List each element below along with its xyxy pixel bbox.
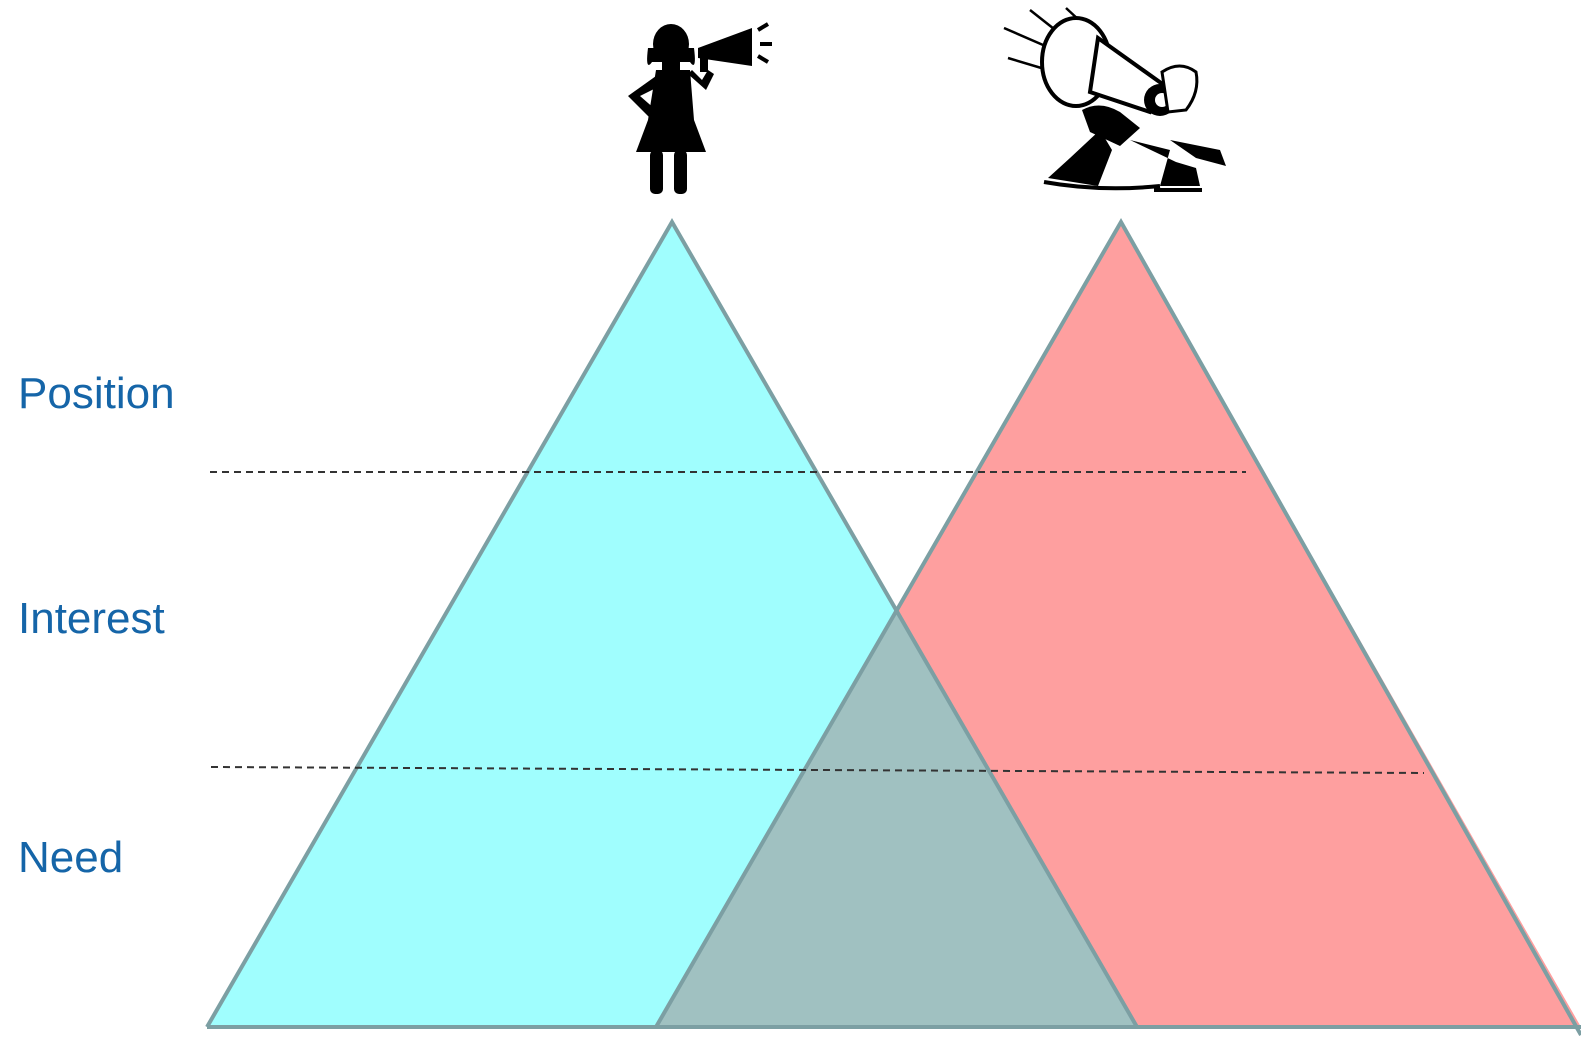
level-label-interest: Interest (18, 594, 165, 643)
cartoon-man-megaphone-icon (1003, 7, 1226, 192)
woman-megaphone-icon (628, 22, 772, 194)
divider-interest-need (210, 766, 1425, 774)
overlap-region (656, 612, 1137, 1027)
right-triangle-outline (654, 217, 1581, 1036)
level-label-position: Position (18, 369, 175, 418)
level-label-need: Need (18, 833, 124, 882)
left-triangle-outline (205, 218, 1139, 1029)
